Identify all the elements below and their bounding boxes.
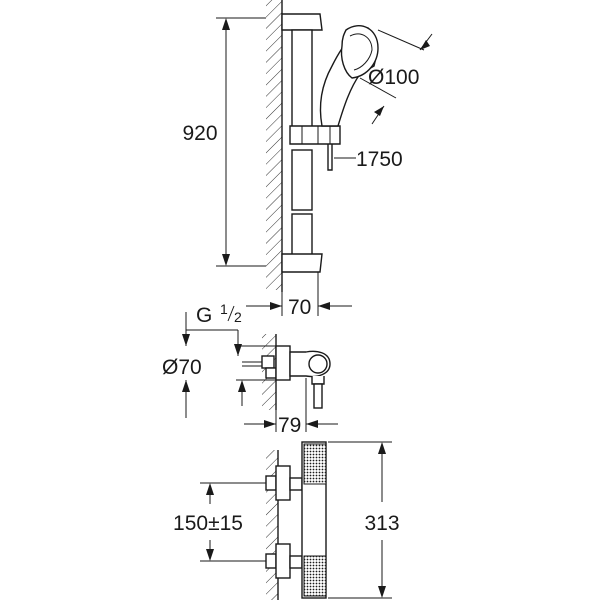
top-knob xyxy=(303,443,327,485)
top-bracket xyxy=(281,13,323,31)
rail-middle xyxy=(291,149,313,211)
lower-connection xyxy=(275,543,291,579)
bottom-knob xyxy=(303,555,327,597)
shower-rail-view: 920 Ø100 1750 70 xyxy=(182,0,433,319)
rail-upper xyxy=(291,29,313,141)
wall-hatch-top xyxy=(266,0,282,290)
bottom-bracket xyxy=(281,253,323,273)
rail-height-label: 920 xyxy=(182,122,217,145)
mixer-side-view: G 1 2 Ø70 79 xyxy=(162,301,338,437)
thread-prefix-label: G xyxy=(196,304,212,327)
thread-numerator: 1 xyxy=(220,301,228,317)
slider-holder xyxy=(289,125,341,145)
thermostat-front-view: 150±15 313 xyxy=(173,441,400,600)
handshower-diameter-label: Ø100 xyxy=(368,66,419,89)
handshower xyxy=(319,25,379,127)
upper-connection xyxy=(275,465,291,501)
thread-denominator: 2 xyxy=(234,309,242,325)
escutcheon xyxy=(275,345,291,381)
hose-length-label: 1750 xyxy=(356,148,403,171)
hose xyxy=(327,144,333,171)
connection-spacing-label: 150±15 xyxy=(173,512,243,535)
mixer-depth-label: 79 xyxy=(278,414,301,437)
rail-lower xyxy=(291,213,313,257)
mixer-height-label: 313 xyxy=(364,512,399,535)
rail-offset-label: 70 xyxy=(288,296,311,319)
escutcheon-diameter-label: Ø70 xyxy=(162,356,202,379)
